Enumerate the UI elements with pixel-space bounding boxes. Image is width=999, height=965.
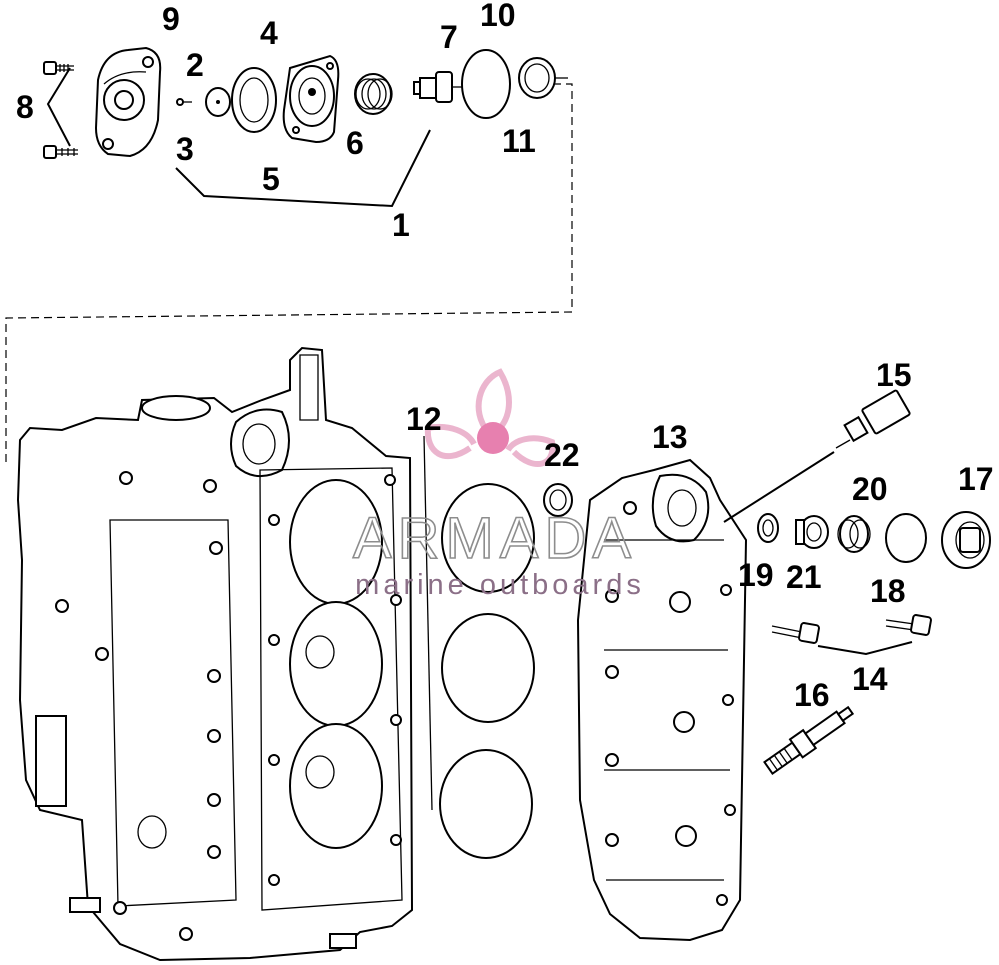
spring-6	[354, 73, 393, 115]
cylinder-head-13	[576, 458, 748, 942]
washer-22	[543, 483, 573, 517]
thermostat-7	[413, 71, 462, 103]
valve-21	[795, 515, 829, 549]
callout-20: 20	[852, 471, 888, 507]
sensor-15	[723, 389, 911, 523]
callout-16: 16	[794, 677, 830, 713]
head-gasket-12	[423, 435, 535, 859]
callout-7: 7	[440, 19, 458, 55]
washer-3	[205, 87, 231, 117]
callout-2: 2	[186, 47, 204, 83]
bolt-14-left	[771, 622, 820, 644]
callout-21: 21	[786, 559, 822, 595]
callout-12: 12	[406, 401, 442, 437]
callout-labels: 1 2 3 4 5 6 7 8 9 10 11 12 13 14 15 16 1…	[16, 0, 994, 713]
bolt-14-right	[885, 614, 932, 636]
watermark-brand: ARMADA	[353, 506, 637, 571]
callout-5: 5	[262, 161, 280, 197]
cap-17	[941, 511, 991, 569]
callout-19: 19	[738, 557, 774, 593]
callout-22: 22	[544, 437, 580, 473]
callout-4: 4	[260, 15, 278, 51]
callout-10: 10	[480, 0, 516, 33]
washer-19	[757, 513, 779, 543]
assembly-boundary	[5, 83, 573, 466]
callout-8: 8	[16, 89, 34, 125]
engine-block	[16, 346, 414, 962]
o-ring-10	[461, 49, 511, 119]
o-ring-18	[885, 513, 927, 563]
watermark-tagline: marine outboards	[355, 569, 645, 601]
thermostat-cover-9	[94, 46, 162, 158]
screw-2	[176, 98, 192, 106]
spark-plug-16	[763, 705, 855, 775]
callout-6: 6	[346, 125, 364, 161]
callout-17: 17	[958, 461, 994, 497]
callout-1: 1	[392, 207, 410, 243]
callout-13: 13	[652, 419, 688, 455]
seal-11	[518, 57, 568, 99]
spring-20	[837, 515, 871, 553]
callout-14: 14	[852, 661, 888, 697]
callout-15: 15	[876, 357, 912, 393]
diaphragm-4	[231, 67, 277, 133]
bolt-8-lower	[43, 145, 78, 159]
bolt-8-upper	[43, 61, 74, 75]
callout-9: 9	[162, 1, 180, 37]
watermark-logo	[424, 368, 556, 467]
plate-5	[282, 54, 340, 144]
callout-3: 3	[176, 131, 194, 167]
callout-18: 18	[870, 573, 906, 609]
callout-11: 11	[502, 123, 536, 159]
